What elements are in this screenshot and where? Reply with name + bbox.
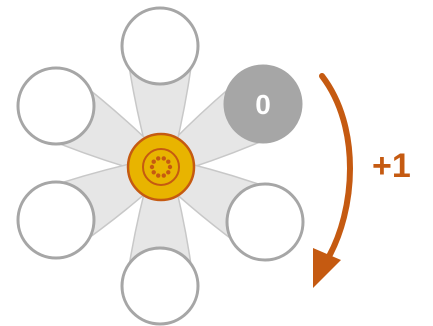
hub	[128, 134, 194, 200]
hub-dot	[168, 165, 172, 169]
hub-dot	[166, 170, 170, 174]
hub-dot	[162, 156, 166, 160]
slot-label-right-upper: 0	[255, 89, 271, 120]
rotation-arrow	[313, 76, 350, 288]
slot-left-upper	[18, 68, 94, 144]
step-label: +1	[372, 147, 411, 185]
hub-dot	[152, 170, 156, 174]
slot-right-lower	[227, 184, 303, 260]
hub-outer	[128, 134, 194, 200]
arrow-head-icon	[313, 248, 341, 288]
hub-dot	[156, 156, 160, 160]
hub-dot	[162, 173, 166, 177]
slot-bottom	[122, 248, 198, 324]
hub-dot	[150, 165, 154, 169]
slot-top	[122, 8, 198, 84]
hub-dot	[166, 160, 170, 164]
hub-dot	[156, 173, 160, 177]
hub-dot	[152, 160, 156, 164]
arrow-curve	[322, 76, 350, 260]
slot-left-lower	[18, 182, 94, 258]
